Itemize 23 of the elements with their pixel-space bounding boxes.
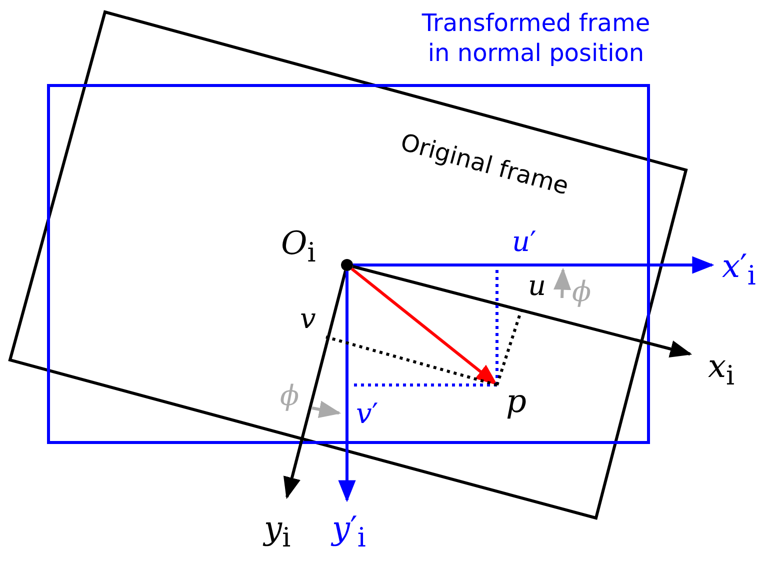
projection-line [496, 268, 498, 385]
projection-label: v [300, 305, 316, 333]
arrow [283, 270, 347, 500]
projection-line [326, 336, 498, 386]
angle-label: ϕ [280, 382, 300, 410]
axis-label: x$_{i}$ [708, 350, 735, 390]
arrow [350, 268, 498, 386]
origin-label: O$_{i}$ [281, 227, 316, 268]
projection-label: u′ [512, 228, 536, 256]
axis-label: y′$_{i}$ [332, 512, 366, 552]
angle-label: ϕ [572, 278, 592, 306]
projection-label: u [528, 272, 546, 300]
frame-label: Original frame [398, 128, 572, 200]
axis-label: x′$_{i}$ [722, 250, 756, 290]
arrow [352, 265, 692, 358]
projection-line [496, 310, 522, 386]
frame-title: Transformed frame in normal position [420, 8, 652, 68]
origin-point [341, 259, 353, 271]
axis-label: p [506, 385, 526, 417]
axis-label: y$_{i}$ [264, 512, 291, 552]
arrow [338, 271, 356, 502]
arrow [353, 256, 714, 274]
projection-label: v′ [356, 400, 378, 428]
